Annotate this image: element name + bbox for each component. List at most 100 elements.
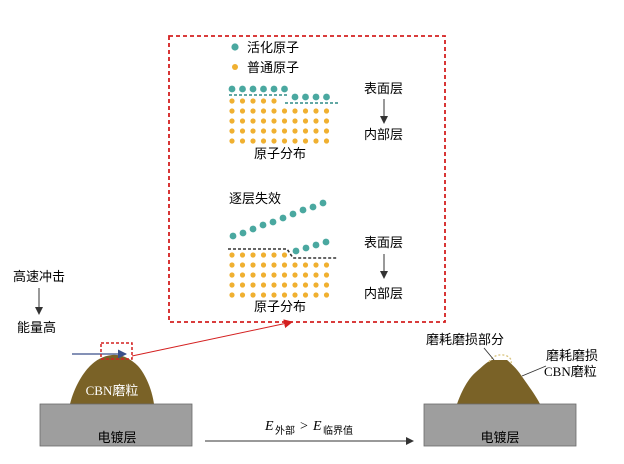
normal-atom (260, 118, 267, 124)
active-atom (229, 232, 237, 240)
normal-atom (323, 108, 330, 114)
normal-atom (292, 138, 298, 144)
legend-active-atom-label: 活化原子 (247, 41, 299, 56)
normal-atom (250, 98, 256, 104)
impact-label: 高速冲击 (13, 269, 65, 285)
normal-atom (229, 108, 235, 114)
normal-atom (292, 272, 298, 278)
normal-atom (260, 292, 267, 298)
normal-atom (239, 98, 246, 104)
detail-frame (168, 35, 446, 323)
normal-atom (302, 262, 309, 268)
normal-atom (281, 118, 288, 124)
normal-atom (292, 128, 298, 134)
normal-atom (313, 272, 319, 278)
normal-atom (250, 272, 256, 278)
right-plating-label: 电镀层 (480, 430, 519, 446)
active-atom-legend-icon (231, 43, 239, 51)
normal-atom (292, 282, 298, 288)
normal-atom (250, 108, 256, 114)
normal-atom (260, 138, 267, 144)
normal-atom (302, 282, 309, 288)
e-outer-subscript: 外部 (275, 424, 295, 437)
normal-atom (302, 272, 309, 278)
normal-atom (239, 138, 246, 144)
normal-atom (260, 108, 267, 114)
normal-atom (323, 128, 330, 134)
active-atom (249, 85, 257, 93)
normal-atom (260, 262, 267, 268)
active-atom (299, 206, 307, 214)
normal-atom (271, 128, 277, 134)
worn-part-leader (483, 347, 495, 361)
normal-atom (239, 252, 246, 258)
left-plating-layer (39, 403, 193, 447)
active-atom (249, 225, 257, 233)
normal-atom (323, 138, 330, 144)
active-atom (289, 210, 297, 218)
upper-caption: 原子分布 (254, 147, 306, 162)
normal-atom (313, 262, 319, 268)
lower-caption: 原子分布 (254, 300, 306, 315)
normal-atom (229, 128, 235, 134)
active-atom (312, 241, 320, 249)
normal-atom (281, 128, 288, 134)
normal-atom (260, 252, 267, 258)
normal-atom (250, 252, 256, 258)
normal-atom (323, 292, 330, 298)
upper-atom-grid (228, 85, 330, 144)
e-critical-symbol: E (312, 419, 322, 434)
normal-atom (281, 282, 288, 288)
normal-atom (229, 272, 235, 278)
lower-inner-layer-label: 内部层 (364, 286, 403, 302)
energy-condition: E 外部 > E 临界值 (264, 419, 353, 437)
normal-atom (281, 272, 288, 278)
normal-atom (313, 292, 319, 298)
active-atom (302, 93, 309, 101)
normal-atom (313, 108, 319, 114)
active-atom (302, 244, 310, 252)
energy-label: 能量高 (17, 320, 56, 336)
normal-atom (250, 128, 256, 134)
normal-atom (302, 138, 309, 144)
left-cbn-grain (70, 354, 154, 404)
worn-grain-label-line2: CBN磨粒 (544, 364, 597, 379)
normal-atom (313, 128, 319, 134)
normal-atom (271, 118, 277, 124)
normal-atom (229, 138, 235, 144)
active-atom (239, 85, 246, 93)
normal-atom (239, 272, 246, 278)
normal-atom (302, 108, 309, 114)
normal-atom (313, 138, 319, 144)
legend-normal-atom-label: 普通原子 (247, 61, 299, 76)
normal-atom (302, 292, 309, 298)
right-plating-layer (423, 403, 577, 447)
active-atom (312, 93, 320, 101)
left-grain-label: CBN磨粒 (86, 383, 139, 398)
normal-atom (313, 118, 319, 124)
normal-atom (260, 128, 267, 134)
normal-atom (239, 108, 246, 114)
active-atom (260, 85, 267, 93)
normal-atom (271, 282, 277, 288)
active-atom (322, 238, 330, 246)
upper-inner-layer-label: 内部层 (364, 127, 403, 143)
normal-atom (229, 118, 235, 124)
normal-atom (229, 292, 235, 298)
normal-atom (271, 292, 277, 298)
active-atom (228, 85, 236, 93)
normal-atom (292, 262, 298, 268)
normal-atom (229, 98, 235, 104)
normal-atom (281, 292, 288, 298)
normal-atom (323, 262, 330, 268)
impact-detail-box (100, 342, 133, 360)
normal-atom (323, 282, 330, 288)
normal-atom (302, 118, 309, 124)
normal-atom (260, 98, 267, 104)
normal-atom (281, 108, 288, 114)
normal-atom (250, 262, 256, 268)
worn-grain-label-line1: 磨耗磨损 (546, 349, 598, 364)
normal-atom (229, 282, 235, 288)
normal-atom (250, 282, 256, 288)
